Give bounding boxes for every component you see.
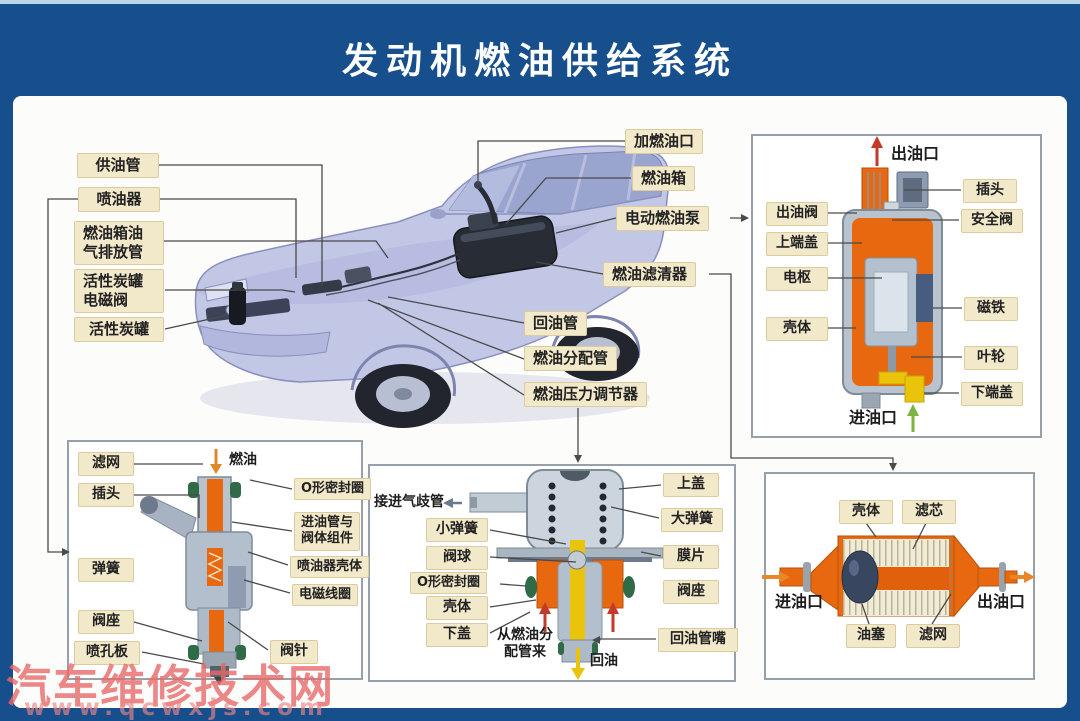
pump-magnet-label: 磁铁 (964, 297, 1018, 321)
injector-housing-label: 喷油器壳体 (290, 556, 370, 579)
regulator-upper-cover-label: 上盖 (663, 473, 719, 497)
regulator-valve-ball-label: 阀球 (426, 546, 488, 570)
regulator-return-flow-label: 回油 (590, 653, 618, 669)
top-edge-strip (0, 0, 1080, 4)
pump-outlet-port-label: 出油口 (891, 144, 940, 163)
callout-fuel-tank: 燃油箱 (632, 166, 696, 191)
injector-inlet-valve-assembly-label: 进油管与 阀体组件 (294, 512, 361, 551)
regulator-valve-seat-label: 阀座 (663, 580, 719, 604)
pump-upper-cover-label: 上端盖 (766, 232, 828, 256)
injector-needle-label: 阀针 (270, 640, 318, 664)
filter-drain-plug-label: 油塞 (846, 624, 896, 648)
regulator-from-fuel-rail-label: 从燃油分 配管来 (497, 627, 553, 660)
callout-return-pipe: 回油管 (524, 311, 588, 336)
callout-pressure-regulator: 燃油压力调节器 (524, 382, 648, 407)
injector-valve-seat-label: 阀座 (78, 610, 134, 634)
watermark-site-name: 汽车维修技术网 (6, 660, 336, 713)
injector-solenoid-coil-label: 电磁线圈 (292, 584, 359, 607)
pump-inlet-port-label: 进油口 (849, 408, 898, 427)
callout-canister-solenoid-valve: 活性炭罐 电磁阀 (74, 269, 164, 313)
callout-fuel-supply-pipe: 供油管 (77, 153, 159, 178)
injector-oring-label: O形密封圈 (294, 478, 372, 501)
regulator-diaphragm-label: 膜片 (663, 545, 719, 569)
callout-fuel-rail: 燃油分配管 (524, 346, 618, 371)
callout-electric-fuel-pump: 电动燃油泵 (616, 206, 710, 231)
regulator-return-nipple-label: 回油管嘴 (658, 628, 738, 652)
page-title: 发动机燃油供给系统 (341, 41, 738, 82)
injector-spring-label: 弹簧 (78, 558, 134, 582)
pump-plug-label: 插头 (963, 179, 1017, 203)
filter-strainer-label: 滤网 (906, 624, 960, 648)
callout-tank-vapor-vent-pipe: 燃油箱油 气排放管 (74, 221, 164, 265)
regulator-housing-label: 壳体 (426, 596, 488, 620)
pump-housing-label: 壳体 (766, 317, 828, 341)
injector-fuel-label: 燃油 (229, 452, 257, 468)
injector-spray-plate-label: 喷孔板 (74, 641, 140, 665)
filter-housing-label: 壳体 (839, 500, 893, 524)
filter-element-label: 滤芯 (902, 500, 956, 524)
filter-inlet-port-label: 进油口 (775, 592, 824, 611)
pump-armature-label: 电枢 (766, 267, 828, 291)
filter-outlet-port-label: 出油口 (977, 592, 1026, 611)
callout-fuel-filler: 加燃油口 (625, 129, 704, 154)
watermark-site-url: www.qcwxjs.com (24, 695, 329, 721)
callout-fuel-injector: 喷油器 (78, 187, 160, 212)
regulator-lower-cover-label: 下盖 (426, 623, 488, 647)
injector-plug-label: 插头 (78, 483, 134, 507)
pump-impeller-label: 叶轮 (964, 346, 1018, 370)
regulator-to-intake-manifold-label: 接进气歧管 (374, 494, 444, 510)
regulator-small-spring-label: 小弹簧 (426, 518, 488, 542)
regulator-oring-label: O形密封圈 (410, 572, 488, 595)
pump-outlet-valve-label: 出油阀 (766, 202, 828, 226)
regulator-large-spring-label: 大弹簧 (661, 508, 723, 532)
injector-strainer-label: 滤网 (78, 452, 134, 476)
filter-diagram-panel (764, 472, 1035, 680)
pump-safety-valve-label: 安全阀 (961, 209, 1023, 233)
callout-charcoal-canister: 活性炭罐 (74, 317, 164, 342)
pump-lower-cover-label: 下端盖 (961, 382, 1023, 406)
callout-fuel-filter: 燃油滤清器 (603, 262, 697, 287)
